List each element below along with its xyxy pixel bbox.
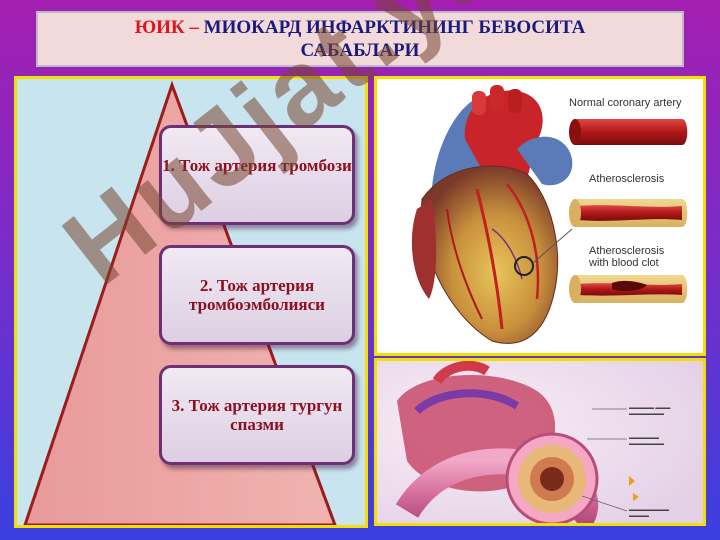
label-athero-clot: Atherosclerosis with blood clot xyxy=(589,245,664,269)
title-main: МИОКАРД ИНФАРКТИНИНГ БЕВОСИТА САБАБЛАРИ xyxy=(203,17,586,61)
title-abbreviation: ЮИК – xyxy=(134,17,204,38)
artery-cross-section-drawing xyxy=(377,361,703,523)
heart-artery-drawing xyxy=(411,85,688,344)
label-athero-clot-line2: with blood clot xyxy=(589,257,659,269)
label-normal-artery: Normal coronary artery xyxy=(569,97,682,109)
cause-box-3: 3. Тож артерия тургун спазми xyxy=(159,365,355,465)
label-athero-clot-line1: Atherosclerosis xyxy=(589,245,665,257)
microtext-label-2: ▬▬▬▬▬▬▬▬▬▬▬▬▬ xyxy=(629,435,664,447)
cause-label-1: 1. Тож артерия тромбози xyxy=(162,156,352,175)
heart-artery-illustration: Normal coronary artery Atherosclerosis A… xyxy=(374,76,706,356)
cause-label-2: 2. Тож артерия тромбоэмболияси xyxy=(189,276,325,314)
artery-cross-section-illustration: ▬▬▬▬▬ ▬▬▬▬▬▬▬▬▬▬ ▬▬▬▬▬▬▬▬▬▬▬▬▬ ▬▬▬▬▬▬▬▬▬… xyxy=(374,358,706,526)
page-title: ЮИК – МИОКАРД ИНФАРКТИНИНГ БЕВОСИТА САБА… xyxy=(38,16,682,62)
cause-label-3: 3. Тож артерия тургун спазми xyxy=(171,396,343,434)
causes-panel: 1. Тож артерия тромбози 2. Тож артерия т… xyxy=(14,76,368,528)
microtext-label-3: ▬▬▬▬▬▬▬▬▬▬▬▬ xyxy=(629,507,669,519)
cause-box-2: 2. Тож артерия тромбоэмболияси xyxy=(159,245,355,345)
label-atherosclerosis: Atherosclerosis xyxy=(589,173,665,185)
cause-box-1: 1. Тож артерия тромбози xyxy=(159,125,355,225)
microtext-label-1: ▬▬▬▬▬ ▬▬▬▬▬▬▬▬▬▬ xyxy=(629,405,671,417)
title-banner: ЮИК – МИОКАРД ИНФАРКТИНИНГ БЕВОСИТА САБА… xyxy=(36,11,684,67)
